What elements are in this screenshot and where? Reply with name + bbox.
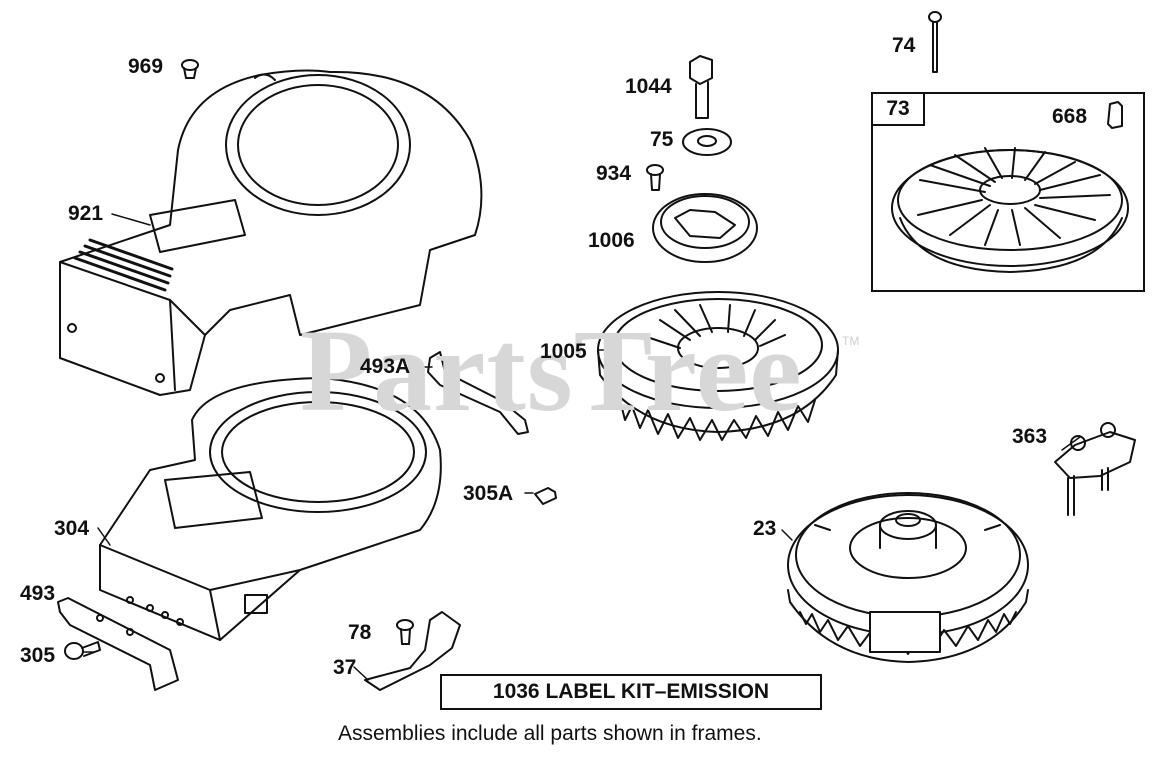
part-label-1006[interactable]: 1006 [588, 229, 635, 252]
label-kit-text: 1036 LABEL KIT–EMISSION [492, 680, 770, 703]
watermark-trademark: TM [842, 334, 860, 348]
part-label-493[interactable]: 493 [20, 582, 56, 605]
part-78-screw [396, 619, 414, 645]
assemblies-footnote: Assemblies include all parts shown in fr… [338, 722, 762, 745]
part-969-screw [181, 59, 199, 79]
part-label-73[interactable]: 73 [871, 92, 925, 126]
part-label-969[interactable]: 969 [128, 55, 164, 78]
part-305A-screw [534, 487, 557, 505]
part-363-bracket [1054, 422, 1136, 516]
part-label-78[interactable]: 78 [348, 621, 372, 644]
leader-lines [83, 213, 1081, 681]
part-label-74[interactable]: 74 [892, 34, 916, 57]
part-37-air-vane [364, 611, 461, 691]
part-label-1005[interactable]: 1005 [540, 340, 587, 363]
assembly-frame-73 [871, 92, 1145, 292]
part-label-934[interactable]: 934 [596, 162, 632, 185]
label-kit-box[interactable]: 1036 LABEL KIT–EMISSION [440, 674, 822, 710]
part-934-screw [646, 164, 664, 191]
part-493-bracket [57, 597, 179, 691]
part-75-washer [682, 128, 732, 156]
part-304-blower-housing [99, 377, 442, 641]
part-1006-ratchet [652, 193, 758, 263]
part-label-363[interactable]: 363 [1012, 425, 1048, 448]
part-label-75[interactable]: 75 [650, 128, 674, 151]
part-23-flywheel [787, 492, 1029, 663]
part-668-screw [1107, 101, 1123, 129]
part-label-305[interactable]: 305 [20, 644, 56, 667]
part-921-blower-housing [59, 69, 483, 396]
part-label-37[interactable]: 37 [333, 656, 357, 679]
part-label-493A[interactable]: 493A [360, 355, 411, 378]
watermark: PartsTree [300, 305, 803, 436]
part-label-921[interactable]: 921 [68, 202, 104, 225]
part-1044-bolt [689, 55, 713, 119]
part-label-305A[interactable]: 305A [463, 482, 514, 505]
part-493A-bracket [427, 351, 529, 435]
part-73-fan [891, 147, 1129, 273]
part-74-bolt [928, 11, 942, 73]
part-label-23[interactable]: 23 [753, 517, 777, 540]
part-305-bolt [64, 641, 101, 660]
part-label-668[interactable]: 668 [1052, 105, 1088, 128]
part-label-304[interactable]: 304 [54, 517, 90, 540]
part-label-1044[interactable]: 1044 [625, 75, 672, 98]
